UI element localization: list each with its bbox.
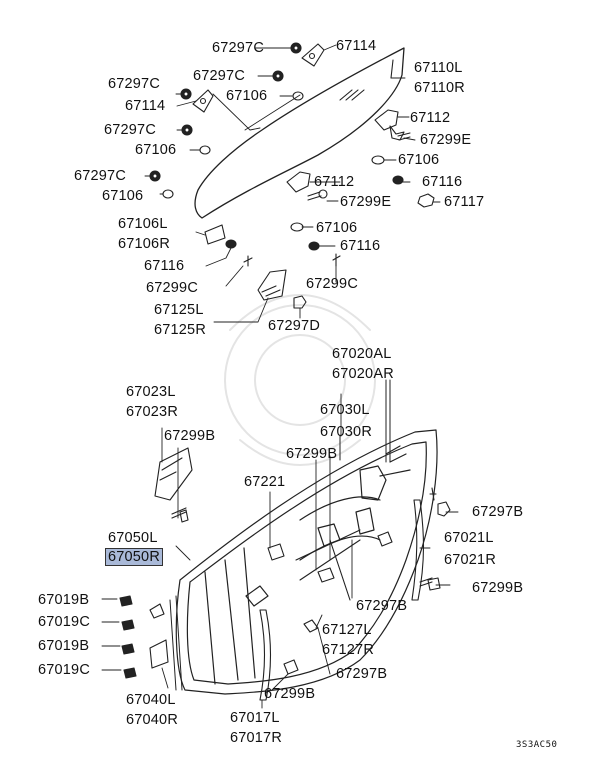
part-label[interactable]: 67030L (320, 402, 370, 418)
regulator-67127 (295, 529, 361, 601)
part-label[interactable]: 67125R (154, 322, 206, 338)
part-label[interactable]: 67116 (340, 238, 381, 254)
part-label[interactable]: 67127L (322, 622, 372, 638)
part-label[interactable]: 67299B (264, 686, 316, 702)
rear-sash-67021 (411, 487, 451, 601)
part-label[interactable]: 67297B (356, 598, 408, 614)
mirror-mount-67023 (154, 447, 193, 523)
part-label[interactable]: 67299C (306, 276, 358, 292)
door-glass-67110 (194, 47, 405, 219)
front-sash-67017 (259, 609, 272, 701)
part-label[interactable]: 67299E (340, 194, 392, 210)
diagram-code: 3S3AC50 (516, 740, 558, 750)
part-label[interactable]: 67017L (230, 710, 280, 726)
part-label[interactable]: 67106 (316, 220, 358, 236)
plate-67106LR (204, 224, 226, 245)
part-label[interactable]: 67020AL (332, 346, 392, 362)
part-label[interactable]: 67297C (212, 40, 264, 56)
part-label[interactable]: 67297B (336, 666, 388, 682)
part-label[interactable]: 67021L (444, 530, 494, 546)
part-label[interactable]: 67030R (320, 424, 372, 440)
glass-holder-67112 (286, 109, 405, 193)
part-label[interactable]: 67040L (126, 692, 176, 708)
grommet-67297C (149, 42, 302, 182)
part-67221 (267, 543, 285, 561)
part-label[interactable]: 67117 (444, 194, 485, 210)
part-label[interactable]: 67106 (226, 88, 268, 104)
part-label[interactable]: 67023L (126, 384, 176, 400)
part-label[interactable]: 67116 (422, 174, 463, 190)
part-label[interactable]: 67106R (118, 236, 170, 252)
glass-retainer-67114-top (301, 43, 325, 67)
part-label[interactable]: 67106 (135, 142, 177, 158)
nut-67297D (293, 295, 307, 309)
part-label[interactable]: 67297C (108, 76, 160, 92)
sash-67020A (169, 379, 391, 691)
part-label[interactable]: 67019C (38, 662, 90, 678)
part-label[interactable]: 67017R (230, 730, 282, 746)
bracket-67125 (257, 269, 287, 301)
leader-lines-lower (101, 393, 459, 709)
part-label[interactable]: 67299B (164, 428, 216, 444)
part-label[interactable]: 67125L (154, 302, 204, 318)
part-label[interactable]: 67106 (398, 152, 440, 168)
part-label[interactable]: 67023R (126, 404, 178, 420)
part-label[interactable]: 67106 (102, 188, 144, 204)
part-label[interactable]: 67297C (193, 68, 245, 84)
part-label[interactable]: 67299C (146, 280, 198, 296)
stopper-67117 (417, 193, 435, 208)
bolt-67299E (307, 132, 411, 201)
washer-67116 (225, 175, 404, 251)
part-label[interactable]: 67040R (126, 712, 178, 728)
part-label[interactable]: 67021R (444, 552, 496, 568)
leader-lines-upper (144, 44, 441, 323)
part-label[interactable]: 67106L (118, 216, 168, 232)
bolts-67019 (119, 595, 137, 679)
clip-67299C (243, 253, 341, 267)
part-label[interactable]: 67299B (472, 580, 524, 596)
part-label[interactable]: 67020AR (332, 366, 394, 382)
glass-retainer-67114-left (192, 89, 214, 113)
part-label[interactable]: 67221 (244, 474, 286, 490)
part-label[interactable]: 67299B (286, 446, 338, 462)
part-label[interactable]: 67299E (420, 132, 472, 148)
part-label-highlighted[interactable]: 67050R (105, 548, 163, 566)
grommet-inner (152, 45, 299, 179)
watermark-logo (224, 294, 376, 466)
bolt-67299B (171, 507, 433, 675)
part-label[interactable]: 67116 (144, 258, 185, 274)
door-panel-67030 (175, 429, 438, 695)
part-label[interactable]: 67297C (104, 122, 156, 138)
part-label[interactable]: 67297B (472, 504, 524, 520)
part-label[interactable]: 67112 (314, 174, 355, 190)
part-label[interactable]: 67297C (74, 168, 126, 184)
part-label[interactable]: 67050L (108, 530, 158, 546)
hinge-67040 (149, 603, 169, 669)
part-label[interactable]: 67019C (38, 614, 90, 630)
part-label[interactable]: 67114 (125, 98, 166, 114)
part-label[interactable]: 67019B (38, 638, 90, 654)
part-label[interactable]: 67297D (268, 318, 320, 334)
part-label[interactable]: 67110R (414, 80, 465, 96)
part-label[interactable]: 67127R (322, 642, 374, 658)
part-label[interactable]: 67019B (38, 592, 90, 608)
part-label[interactable]: 67112 (410, 110, 451, 126)
part-label[interactable]: 67110L (414, 60, 463, 76)
part-label[interactable]: 67114 (336, 38, 377, 54)
